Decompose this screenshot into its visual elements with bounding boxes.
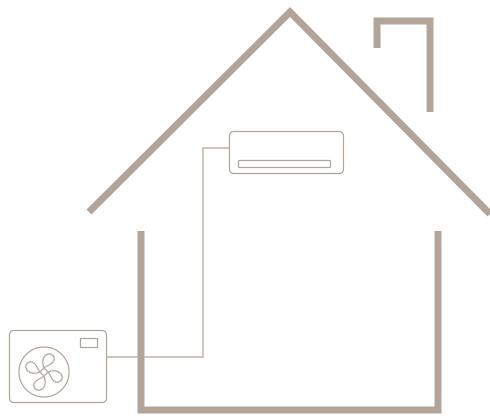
indoor-unit-vent xyxy=(239,161,331,168)
fan-hub xyxy=(41,369,47,375)
chimney-icon xyxy=(377,21,430,112)
outdoor-heat-pump-unit-icon xyxy=(10,331,107,403)
outdoor-unit-display xyxy=(81,339,98,348)
fan-icon xyxy=(19,347,69,397)
wall-mounted-air-conditioner-icon xyxy=(230,132,344,174)
house-walls xyxy=(141,231,438,410)
